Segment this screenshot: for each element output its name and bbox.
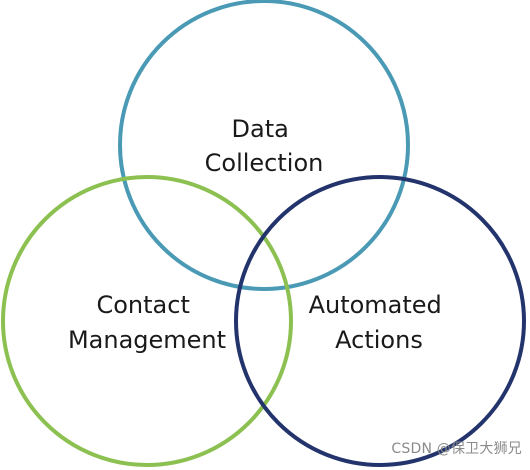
label-automated-actions-line-2: Actions <box>335 326 423 354</box>
watermark: CSDN @保卫大狮兄 <box>391 441 522 457</box>
label-contact-management: Contact Management <box>68 291 226 354</box>
label-contact-management-line-2: Management <box>68 326 226 354</box>
label-data-collection: Data Collection <box>205 115 324 177</box>
label-contact-management-line-1: Contact <box>96 291 189 319</box>
circle-data-collection <box>118 0 410 291</box>
circle-automated-actions <box>234 175 526 467</box>
label-data-collection-line-1: Data <box>232 115 289 143</box>
label-data-collection-line-2: Collection <box>205 149 324 177</box>
circle-contact-management <box>1 175 293 467</box>
label-automated-actions-line-1: Automated <box>309 291 442 319</box>
label-automated-actions: Automated Actions <box>309 291 450 354</box>
